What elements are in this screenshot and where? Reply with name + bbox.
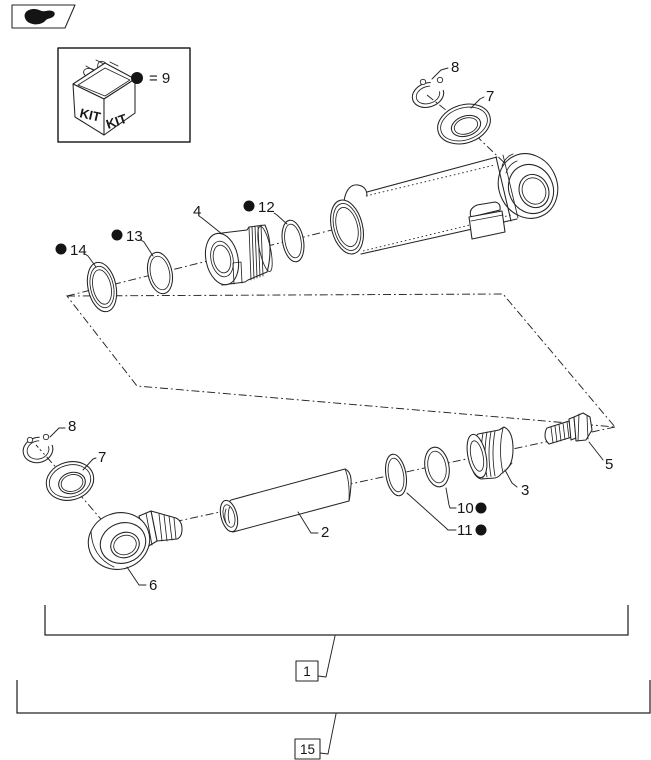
leader-8-bottom <box>49 427 66 438</box>
gland-oring <box>281 219 305 263</box>
leader-6 <box>126 566 147 586</box>
callout-bullet-10 <box>475 502 487 514</box>
leader-12 <box>273 212 288 225</box>
callout-bullet-11 <box>475 524 487 536</box>
assembly-bracket: 1 <box>44 605 629 682</box>
ref-label-1[interactable]: 1 <box>303 664 311 679</box>
rod-bearing <box>45 461 95 501</box>
callout-bullet-12 <box>243 200 255 212</box>
rod-snap-ring <box>22 427 63 464</box>
kit-label-right: KIT <box>104 111 129 132</box>
kit-crate-icon: KIT KIT <box>72 59 136 136</box>
cylinder-barrel <box>330 153 559 255</box>
hand-flag-icon <box>11 4 76 29</box>
callout-6[interactable]: 6 <box>149 577 157 594</box>
callout-11[interactable]: 11 <box>457 522 473 539</box>
ref-label-15[interactable]: 15 <box>300 742 315 757</box>
leader-13 <box>140 239 154 257</box>
leader-4 <box>198 215 223 235</box>
piston <box>466 426 514 480</box>
callout-7-rod[interactable]: 7 <box>98 449 106 466</box>
rod-tube <box>219 468 352 533</box>
leader-3 <box>504 469 518 488</box>
leader-ref-1 <box>317 635 336 678</box>
kit-legend-text: = 9 <box>149 70 170 87</box>
leader-14 <box>84 253 97 268</box>
leader-5 <box>588 441 604 461</box>
callout-2[interactable]: 2 <box>321 524 329 541</box>
callout-13[interactable]: 13 <box>126 228 143 245</box>
cylinder-port <box>468 201 506 240</box>
leader-7-bottom <box>82 457 97 471</box>
kit-legend-box: KIT KIT = 9 <box>57 47 191 143</box>
barrel-bearing <box>437 103 491 145</box>
callout-labels: 8 7 4 12 13 14 5 3 10 11 2 6 7 8 <box>55 59 613 594</box>
barrel-snap-ring <box>411 72 456 108</box>
kit-bullet-icon <box>131 72 143 84</box>
leader-10 <box>445 487 457 509</box>
sheet-bracket: 15 <box>16 680 651 760</box>
callout-8-barrel[interactable]: 8 <box>451 59 459 76</box>
callout-5[interactable]: 5 <box>605 456 613 473</box>
leader-8-top <box>431 67 449 80</box>
callout-bullet-14 <box>55 243 67 255</box>
callout-7-barrel[interactable]: 7 <box>486 88 494 105</box>
piston-oring <box>384 453 408 497</box>
leader-11 <box>406 492 457 531</box>
setscrew <box>544 412 593 445</box>
gland <box>204 224 273 286</box>
callout-leaders <box>49 67 604 586</box>
ref-box-1[interactable] <box>295 660 319 682</box>
callout-12[interactable]: 12 <box>258 199 275 216</box>
backup-ring <box>424 446 450 488</box>
leader-ref-15 <box>319 713 337 755</box>
seal-mid <box>146 251 174 295</box>
callout-3[interactable]: 3 <box>521 482 529 499</box>
ref-box-15[interactable] <box>294 738 321 760</box>
cylinder-eye <box>497 153 559 219</box>
seal-outer <box>86 261 118 313</box>
callout-10[interactable]: 10 <box>457 500 474 517</box>
kit-label-left: KIT <box>78 105 102 124</box>
rod-end <box>87 510 183 570</box>
callout-8-rod[interactable]: 8 <box>68 418 76 435</box>
install-parallelogram <box>66 293 617 428</box>
callout-4[interactable]: 4 <box>193 203 201 220</box>
leader-7-top <box>470 96 485 109</box>
callout-14[interactable]: 14 <box>70 242 87 259</box>
callout-bullet-13 <box>111 229 123 241</box>
leader-2 <box>297 511 319 534</box>
